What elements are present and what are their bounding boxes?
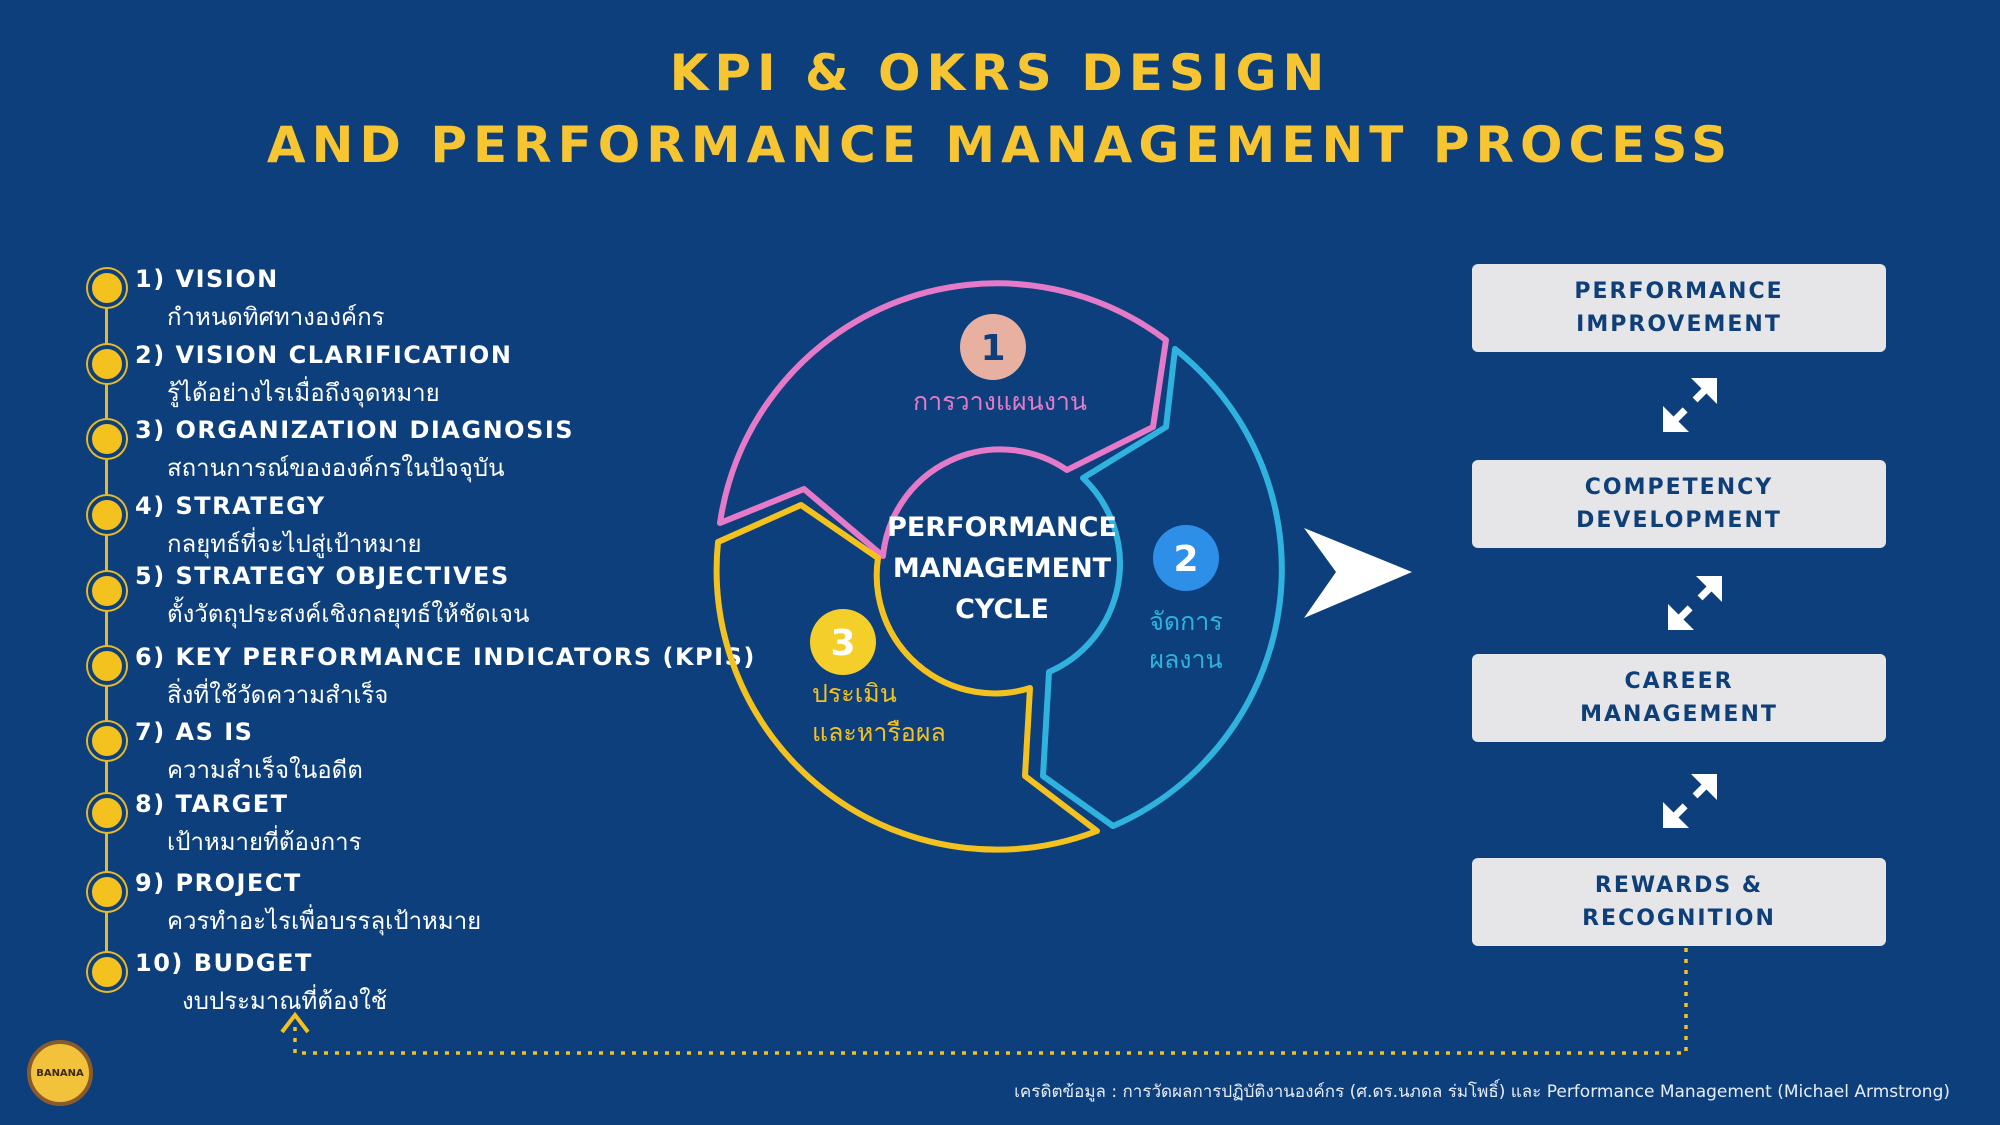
step-dot-icon bbox=[88, 345, 126, 383]
step-dot-icon bbox=[88, 873, 126, 911]
stage-2-segment bbox=[1040, 346, 1285, 829]
step-subtitle: สถานการณ์ขององค์กรในปัจจุบัน bbox=[167, 454, 505, 482]
step-title: 3) ORGANIZATION DIAGNOSIS bbox=[135, 416, 575, 444]
outcome-label: CAREER MANAGEMENT bbox=[1580, 669, 1778, 727]
step-title: 1) VISION bbox=[135, 265, 279, 293]
step-title: 4) STRATEGY bbox=[135, 492, 326, 520]
stage-3-label-line-2: และหารือผล bbox=[812, 718, 946, 747]
step-subtitle: ตั้งวัตถุประสงค์เชิงกลยุทธ์ให้ชัดเจน bbox=[167, 600, 530, 628]
step-subtitle: รู้ได้อย่างไรเมื่อถึงจุดหมาย bbox=[167, 379, 440, 407]
step-item: 7) AS IS ความสำเร็จในอดีต bbox=[0, 718, 740, 788]
step-item: 4) STRATEGY กลยุทธ์ที่จะไปสู่เป้าหมาย bbox=[0, 492, 740, 562]
outcome-box-rewards-recognition: REWARDS & RECOGNITION bbox=[1472, 858, 1886, 946]
step-subtitle: เป้าหมายที่ต้องการ bbox=[167, 828, 362, 856]
step-item: 10) BUDGET งบประมาณที่ต้องใช้ bbox=[0, 949, 740, 1019]
step-item: 5) STRATEGY OBJECTIVES ตั้งวัตถุประสงค์เ… bbox=[0, 562, 740, 632]
step-dot-icon bbox=[88, 420, 126, 458]
outcome-label: REWARDS & RECOGNITION bbox=[1582, 873, 1776, 931]
step-title: 9) PROJECT bbox=[135, 869, 302, 897]
step-title: 6) KEY PERFORMANCE INDICATORS (KPIS) bbox=[135, 643, 756, 671]
step-dot-icon bbox=[88, 722, 126, 760]
stage-3-number: 3 bbox=[830, 623, 855, 664]
stage-2-label-line-1: จัดการ bbox=[1149, 607, 1223, 636]
step-subtitle: งบประมาณที่ต้องใช้ bbox=[182, 987, 388, 1015]
step-item: 1) VISION กำหนดทิศทางองค์กร bbox=[0, 265, 740, 335]
cycle-center-line-1: PERFORMANCE bbox=[887, 512, 1117, 543]
title-line-2: AND PERFORMANCE MANAGEMENT PROCESS bbox=[266, 116, 1734, 174]
stage-3-badge bbox=[810, 609, 876, 675]
stage-1-label: การวางแผนงาน bbox=[913, 387, 1087, 416]
cycle-center-line-2: MANAGEMENT bbox=[893, 553, 1112, 584]
timeline-line bbox=[105, 285, 108, 965]
outcome-box-competency-development: COMPETENCY DEVELOPMENT bbox=[1472, 460, 1886, 548]
stage-1-segment bbox=[717, 280, 1169, 559]
double-arrow-icon bbox=[1663, 774, 1717, 828]
outcome-box-performance-improvement: PERFORMANCE IMPROVEMENT bbox=[1472, 264, 1886, 352]
outcome-label: COMPETENCY DEVELOPMENT bbox=[1576, 475, 1782, 533]
step-dot-icon bbox=[88, 496, 126, 534]
double-arrow-icon bbox=[1663, 378, 1717, 432]
credit-text: เครดิตข้อมูล : การวัดผลการปฏิบัติงานองค์… bbox=[1014, 1082, 1950, 1102]
arrow-right-icon bbox=[1304, 528, 1412, 618]
step-dot-icon bbox=[88, 794, 126, 832]
step-subtitle: สิ่งที่ใช้วัดความสำเร็จ bbox=[167, 681, 389, 709]
step-title: 10) BUDGET bbox=[135, 949, 313, 977]
process-steps: 1) VISION กำหนดทิศทางองค์กร 2) VISION CL… bbox=[0, 0, 754, 1125]
step-item: 8) TARGET เป้าหมายที่ต้องการ bbox=[0, 790, 740, 860]
cycle-center-line-3: CYCLE bbox=[955, 594, 1049, 625]
step-title: 5) STRATEGY OBJECTIVES bbox=[135, 562, 510, 590]
step-dot-icon bbox=[88, 572, 126, 610]
step-title: 2) VISION CLARIFICATION bbox=[135, 341, 513, 369]
stage-3-segment bbox=[713, 502, 1100, 853]
step-dot-icon bbox=[88, 953, 126, 991]
step-subtitle: ควรทำอะไรเพื่อบรรลุเป้าหมาย bbox=[167, 907, 482, 935]
stage-2-label-line-2: ผลงาน bbox=[1149, 645, 1222, 674]
double-arrow-icon bbox=[1668, 576, 1722, 630]
step-title: 7) AS IS bbox=[135, 718, 254, 746]
step-item: 9) PROJECT ควรทำอะไรเพื่อบรรลุเป้าหมาย bbox=[0, 869, 740, 939]
step-subtitle: ความสำเร็จในอดีต bbox=[167, 756, 363, 784]
performance-cycle-diagram: PERFORMANCE MANAGEMENT CYCLE 1 การวางแผน… bbox=[713, 280, 1285, 853]
step-subtitle: กลยุทธ์ที่จะไปสู่เป้าหมาย bbox=[167, 530, 422, 558]
step-item: 6) KEY PERFORMANCE INDICATORS (KPIS) สิ่… bbox=[0, 643, 754, 713]
stage-2-badge bbox=[1153, 525, 1219, 591]
stage-1-number: 1 bbox=[980, 328, 1005, 369]
step-item: 2) VISION CLARIFICATION รู้ได้อย่างไรเมื… bbox=[0, 341, 740, 411]
step-title: 8) TARGET bbox=[135, 790, 289, 818]
banana-logo: BANANA bbox=[27, 1040, 93, 1106]
stage-2-number: 2 bbox=[1173, 539, 1198, 580]
stage-3-label-line-1: ประเมิน bbox=[812, 679, 897, 708]
step-item: 3) ORGANIZATION DIAGNOSIS สถานการณ์ขององ… bbox=[0, 416, 740, 486]
outcome-box-career-management: CAREER MANAGEMENT bbox=[1472, 654, 1886, 742]
step-dot-icon bbox=[88, 647, 126, 685]
step-subtitle: กำหนดทิศทางองค์กร bbox=[167, 303, 385, 331]
outcome-label: PERFORMANCE IMPROVEMENT bbox=[1574, 279, 1784, 337]
stage-1-badge bbox=[960, 314, 1026, 380]
step-dot-icon bbox=[88, 269, 126, 307]
logo-text: BANANA bbox=[36, 1067, 84, 1079]
title-line-1: KPI & OKRS DESIGN bbox=[669, 44, 1331, 102]
